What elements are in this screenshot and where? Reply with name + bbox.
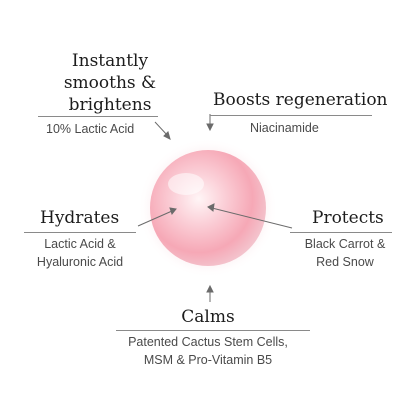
protects-title: Protects (312, 208, 384, 228)
calms-rule (116, 330, 310, 331)
regeneration-rule (210, 115, 372, 116)
arrow-hydrates (137, 210, 173, 227)
protects-ingredient-line-1: Black Carrot & (304, 237, 386, 251)
hydrates-rule (24, 232, 136, 233)
regeneration-ingredient: Niacinamide (250, 121, 319, 135)
arrow-head-regeneration (206, 123, 214, 132)
calms-ingredient-line-2: MSM & Pro-Vitamin B5 (143, 353, 273, 367)
calms-title: Calms (181, 307, 235, 327)
smooths-title: Instantly smooths & brightens (60, 50, 160, 116)
calms-ingredient: Patented Cactus Stem Cells, MSM & Pro-Vi… (0, 333, 416, 369)
hydrates-title: Hydrates (40, 208, 120, 228)
smooths-title-line-3: brightens (68, 95, 152, 115)
smooths-ingredient: 10% Lactic Acid (46, 122, 135, 136)
sphere (150, 150, 266, 266)
regeneration-title: Boosts regeneration (213, 90, 388, 110)
smooths-title-line-1: Instantly (71, 51, 149, 71)
smooths-title-line-2: smooths & (63, 73, 157, 93)
arrow-head-calms (206, 284, 214, 293)
hydrates-ingredient: Lactic Acid & Hyaluronic Acid (24, 235, 136, 271)
hydrates-ingredient-line-1: Lactic Acid & (44, 237, 116, 251)
protects-ingredient: Black Carrot & Red Snow (290, 235, 400, 271)
arrow-protects (211, 207, 293, 229)
arrow-head-protects (207, 203, 215, 212)
hydrates-ingredient-line-2: Hyaluronic Acid (36, 255, 124, 269)
calms-ingredient-line-1: Patented Cactus Stem Cells, (128, 335, 288, 349)
protects-rule (290, 232, 392, 233)
smooths-rule (38, 116, 158, 117)
protects-ingredient-line-2: Red Snow (316, 255, 374, 269)
arrow-head-smooths (163, 131, 171, 140)
sphere-highlight (168, 173, 204, 195)
arrow-head-hydrates (169, 207, 177, 216)
